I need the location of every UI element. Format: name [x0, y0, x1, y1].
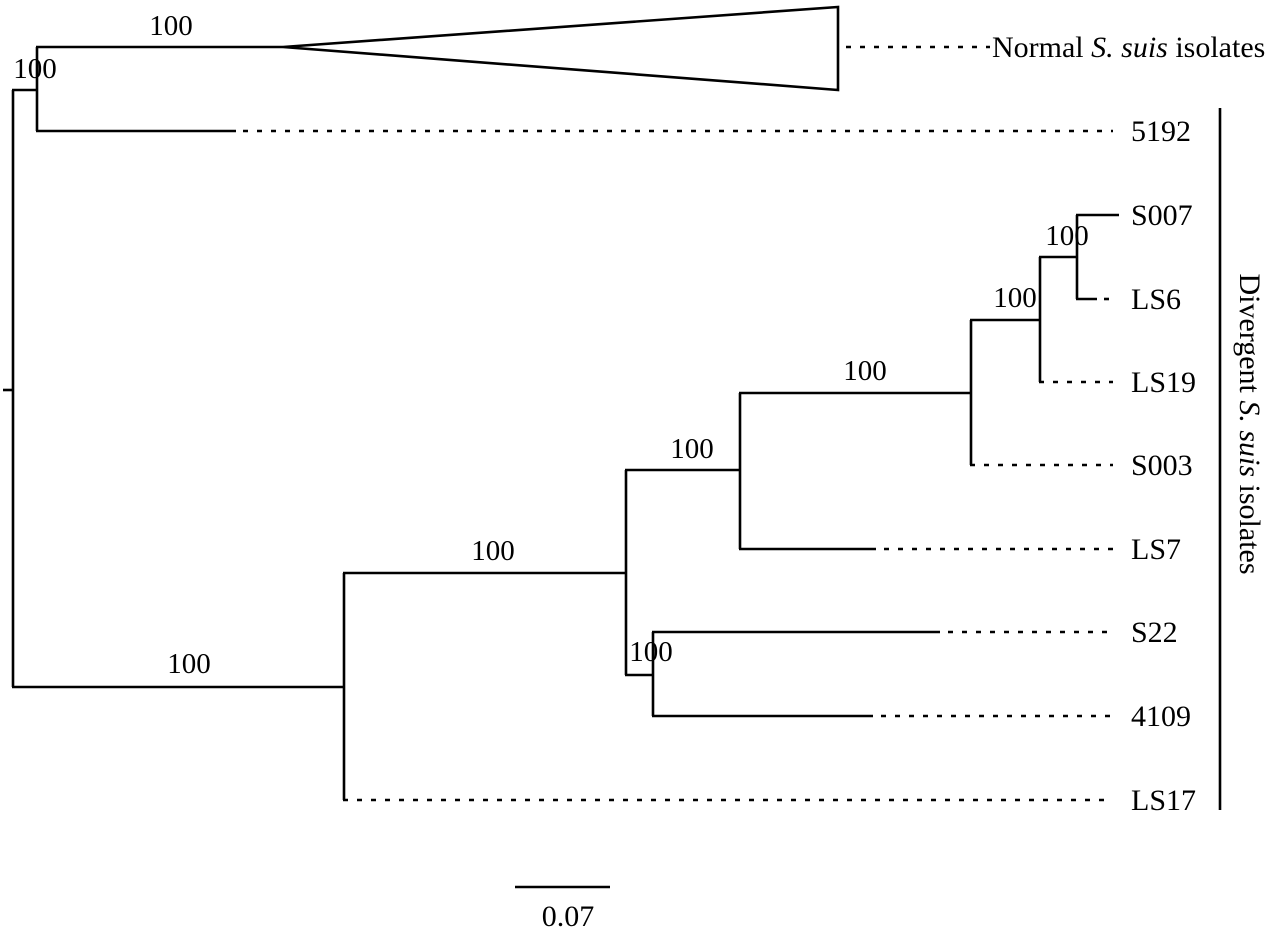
- bootstrap-label: 100: [471, 535, 515, 567]
- tip-label-S003: S003: [1131, 449, 1193, 482]
- bootstrap-label: 100: [843, 355, 887, 387]
- tip-label-LS19: LS19: [1131, 366, 1196, 399]
- bootstrap-label: 100: [13, 53, 57, 85]
- bootstrap-label: 100: [149, 10, 193, 42]
- bootstrap-label: 100: [993, 282, 1037, 314]
- tip-label-S22: S22: [1131, 616, 1178, 649]
- collapsed-normal-clade-triangle: [282, 5, 840, 92]
- tip-label-LS7: LS7: [1131, 533, 1181, 566]
- tip-label-S007: S007: [1131, 199, 1193, 232]
- bootstrap-label: 100: [670, 433, 714, 465]
- scale-bar-label: 0.07: [542, 900, 595, 933]
- tip-label-LS17: LS17: [1131, 784, 1196, 817]
- tip-label-LS6: LS6: [1131, 283, 1181, 316]
- tip-label-normal: Normal S. suis isolates: [992, 31, 1265, 64]
- tip-label-5192: 5192: [1131, 115, 1191, 148]
- bootstrap-label: 100: [629, 636, 673, 668]
- tip-label-4109: 4109: [1131, 700, 1191, 733]
- bootstrap-label: 100: [1045, 220, 1089, 252]
- clade-bracket-label: Divergent S. suis isolates: [1233, 273, 1266, 574]
- bootstrap-label: 100: [167, 648, 211, 680]
